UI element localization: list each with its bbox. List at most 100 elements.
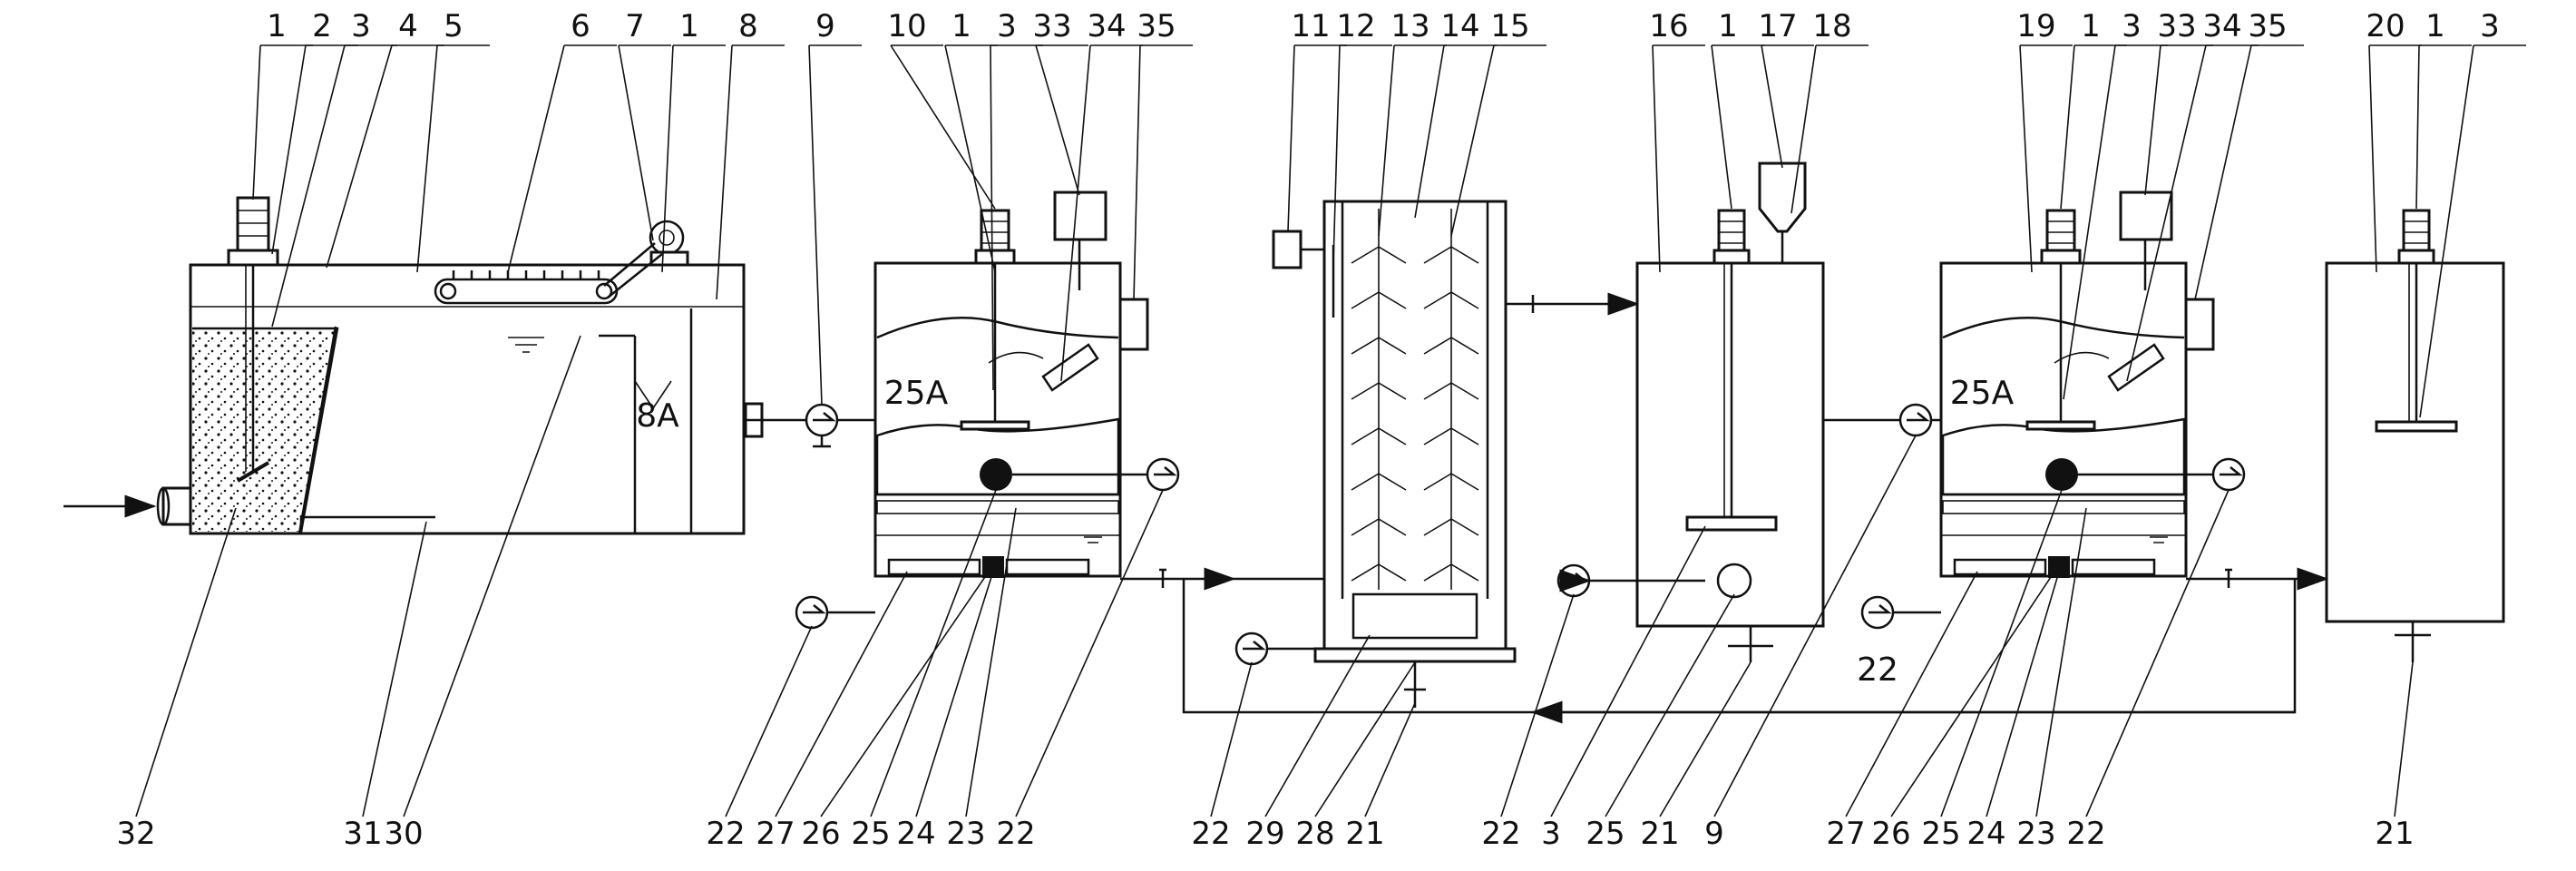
top-leader-line xyxy=(1450,44,1547,237)
top-leader-line xyxy=(2194,44,2304,300)
reaction-tank-1 xyxy=(873,191,1236,591)
bottom-leader-line xyxy=(1500,593,1575,817)
top-callout-label: 8 xyxy=(738,8,758,44)
top-leader-line xyxy=(1711,44,1764,210)
return-pipeline xyxy=(1182,579,2297,724)
top-leader-line xyxy=(416,44,490,273)
top-callout-label: 5 xyxy=(444,8,463,44)
top-callout-label: 19 xyxy=(2016,8,2055,44)
bottom-leader-line xyxy=(1986,562,2063,817)
bottom-callout-label: 25 xyxy=(1921,816,1960,852)
bottom-leader-line xyxy=(1659,661,1751,817)
top-callout-label: 35 xyxy=(2248,8,2287,44)
top-callout-label: 33 xyxy=(2157,8,2196,44)
bottom-leader-line xyxy=(820,571,990,817)
top-leader-line xyxy=(661,44,726,273)
top-callout-label: 1 xyxy=(267,8,287,44)
top-leader-line xyxy=(271,44,358,255)
bottom-leader-line xyxy=(1550,525,1706,817)
final-tank xyxy=(2325,209,2505,662)
top-leader-line xyxy=(2060,44,2127,210)
biofilter-column xyxy=(1234,200,1640,708)
top-leader-line xyxy=(1378,44,1447,237)
bottom-callout-label: 3 xyxy=(1541,816,1561,852)
top-leader-line xyxy=(2063,44,2168,400)
bottom-leader-line xyxy=(965,507,1017,817)
top-leader-line xyxy=(618,44,671,241)
top-callout-label: 20 xyxy=(2366,8,2405,44)
top-callout-label: 16 xyxy=(1649,8,1688,44)
bottom-callout-label: 30 xyxy=(384,816,423,852)
top-leader-line xyxy=(890,44,996,210)
zone-label: 25A xyxy=(1950,375,2015,412)
bottom-leader-line xyxy=(1264,634,1371,817)
bottom-leader-line xyxy=(1015,489,1164,817)
bottom-leader-line xyxy=(775,571,908,817)
regulating-tank xyxy=(63,196,789,535)
top-callout-label: 1 xyxy=(2425,8,2445,44)
top-callout-label: 35 xyxy=(1137,8,1176,44)
top-callout-label: 3 xyxy=(997,8,1017,44)
bottom-callout-label: 24 xyxy=(1966,816,2005,852)
bottom-leader-line xyxy=(1845,571,1978,817)
bottom-leader-line xyxy=(915,562,997,817)
bottom-leader-line xyxy=(1210,661,1253,817)
pump-22-left xyxy=(795,595,875,630)
top-callout-label: 17 xyxy=(1758,8,1797,44)
top-callout-label: 9 xyxy=(815,8,835,44)
top-leader-line xyxy=(2144,44,2213,196)
bottom-callout-label: 25 xyxy=(1586,816,1625,852)
top-leader-line xyxy=(2126,44,2259,382)
bottom-callout-label: 27 xyxy=(1826,816,1865,852)
top-leader-line xyxy=(1414,44,1497,219)
bottom-leader-line xyxy=(2394,661,2414,817)
top-leader-line xyxy=(1133,44,1193,300)
bottom-callout-label: 29 xyxy=(1245,816,1284,852)
top-leader-line xyxy=(1791,44,1869,214)
bottom-callout-label: 24 xyxy=(896,816,935,852)
zone-label: 25A xyxy=(884,375,949,412)
top-callout-label: 13 xyxy=(1390,8,1429,44)
bottom-callout-label: 26 xyxy=(1871,816,1910,852)
top-leader-line xyxy=(808,44,862,406)
top-leader-line xyxy=(1287,44,1347,232)
bottom-leader-line xyxy=(403,335,581,817)
top-callout-label: 12 xyxy=(1336,8,1375,44)
bottom-leader-line xyxy=(1605,593,1735,817)
bottom-leader-line xyxy=(2085,489,2230,817)
top-callout-label: 6 xyxy=(571,8,590,44)
bottom-leader-line xyxy=(2035,507,2087,817)
bottom-callout-label: 27 xyxy=(756,816,795,852)
top-leader-line xyxy=(2368,44,2422,273)
bottom-callout-label: 23 xyxy=(946,816,985,852)
bottom-callout-label: 26 xyxy=(801,816,840,852)
top-callout-label: 18 xyxy=(1812,8,1851,44)
bottom-leader-line xyxy=(1364,702,1416,817)
top-leader-line xyxy=(716,44,785,300)
bottom-callout-label: 22 xyxy=(1191,816,1230,852)
bottom-callout-label: 23 xyxy=(2016,816,2055,852)
top-leader-line xyxy=(2419,44,2526,418)
bottom-leader-line xyxy=(1940,489,2063,817)
top-leader-line xyxy=(507,44,617,273)
bottom-leader-line xyxy=(362,521,427,817)
zone-label: 8A xyxy=(636,397,679,435)
top-leader-line xyxy=(271,44,397,328)
top-callout-label: 10 xyxy=(887,8,926,44)
bottom-callout-label: 28 xyxy=(1295,816,1334,852)
bottom-callout-label: 21 xyxy=(2375,816,2414,852)
top-callout-label: 2 xyxy=(312,8,332,44)
top-callout-label: 33 xyxy=(1032,8,1071,44)
top-callout-label: 34 xyxy=(1087,8,1126,44)
top-callout-label: 7 xyxy=(625,8,645,44)
bottom-callout-label: 31 xyxy=(343,816,382,852)
bottom-leader-line xyxy=(1890,571,2055,817)
bottom-leader-line xyxy=(1713,435,1917,817)
settling-tank xyxy=(1556,161,1941,662)
pump-9 xyxy=(789,403,875,448)
top-leader-line xyxy=(1332,44,1392,264)
bottom-callout-label: 22 xyxy=(1481,816,1520,852)
bottom-callout-label: 25 xyxy=(851,816,890,852)
top-callout-label: 1 xyxy=(1718,8,1738,44)
